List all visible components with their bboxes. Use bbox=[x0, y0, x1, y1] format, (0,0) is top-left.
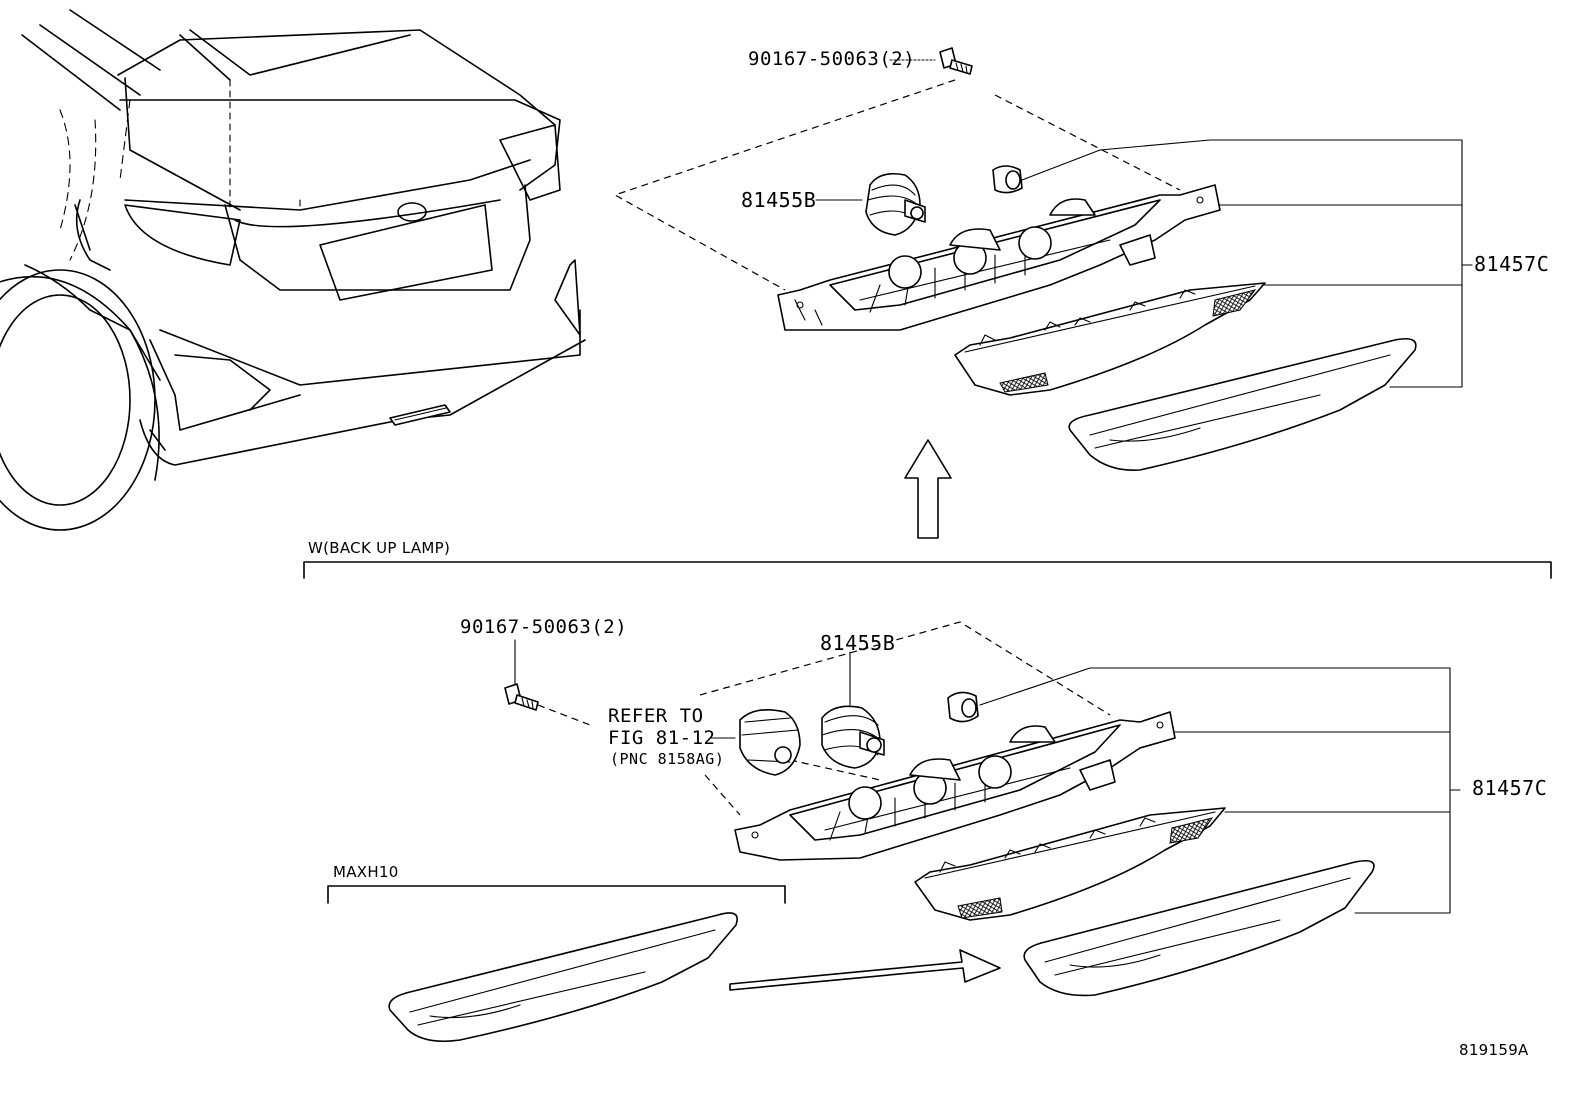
section-title: W(BACK UP LAMP) bbox=[308, 539, 451, 557]
right-arrow-icon bbox=[729, 949, 1001, 991]
bolt-icon bbox=[939, 47, 973, 75]
refer-socket-icon bbox=[739, 709, 801, 776]
variant-bracket bbox=[327, 885, 786, 904]
refer-note-line1: REFER TO bbox=[608, 705, 704, 727]
lamp-housing-icon bbox=[734, 711, 1176, 861]
bottom-bolt-part-number: 90167-50063(2) bbox=[460, 616, 628, 638]
lamp-inner-lens-icon bbox=[914, 807, 1226, 921]
lamp-outer-lens-icon bbox=[1068, 337, 1417, 472]
top-bolt-part-number: 90167-50063(2) bbox=[748, 48, 916, 70]
lamp-inner-lens-icon bbox=[954, 282, 1266, 396]
lamp-outer-lens-icon bbox=[1023, 859, 1375, 997]
top-socket-part-number: 81455B bbox=[741, 188, 817, 212]
variant-outer-lens-icon bbox=[388, 912, 738, 1043]
figure-id: 819159A bbox=[1459, 1041, 1529, 1059]
top-assembly-part-number: 81457C bbox=[1474, 252, 1550, 276]
refer-note-line2: FIG 81-12 bbox=[608, 727, 716, 749]
bottom-exploded-view bbox=[388, 621, 1461, 1043]
bulb-socket-icon bbox=[821, 705, 885, 769]
grommet-icon bbox=[947, 691, 979, 723]
grommet-icon bbox=[992, 165, 1023, 194]
up-arrow-icon bbox=[904, 439, 952, 539]
top-exploded-view bbox=[613, 47, 1473, 539]
lamp-housing-icon bbox=[777, 184, 1221, 331]
bottom-socket-part-number: 81455B bbox=[820, 631, 896, 655]
bolt-icon bbox=[504, 683, 539, 711]
bulb-socket-icon bbox=[865, 172, 926, 236]
variant-label: MAXH10 bbox=[333, 863, 399, 881]
bottom-assembly-part-number: 81457C bbox=[1472, 776, 1548, 800]
section-bracket bbox=[303, 561, 1552, 579]
vehicle-rear-illustration bbox=[0, 9, 586, 531]
refer-note-line3: (PNC 8158AG) bbox=[610, 750, 725, 768]
